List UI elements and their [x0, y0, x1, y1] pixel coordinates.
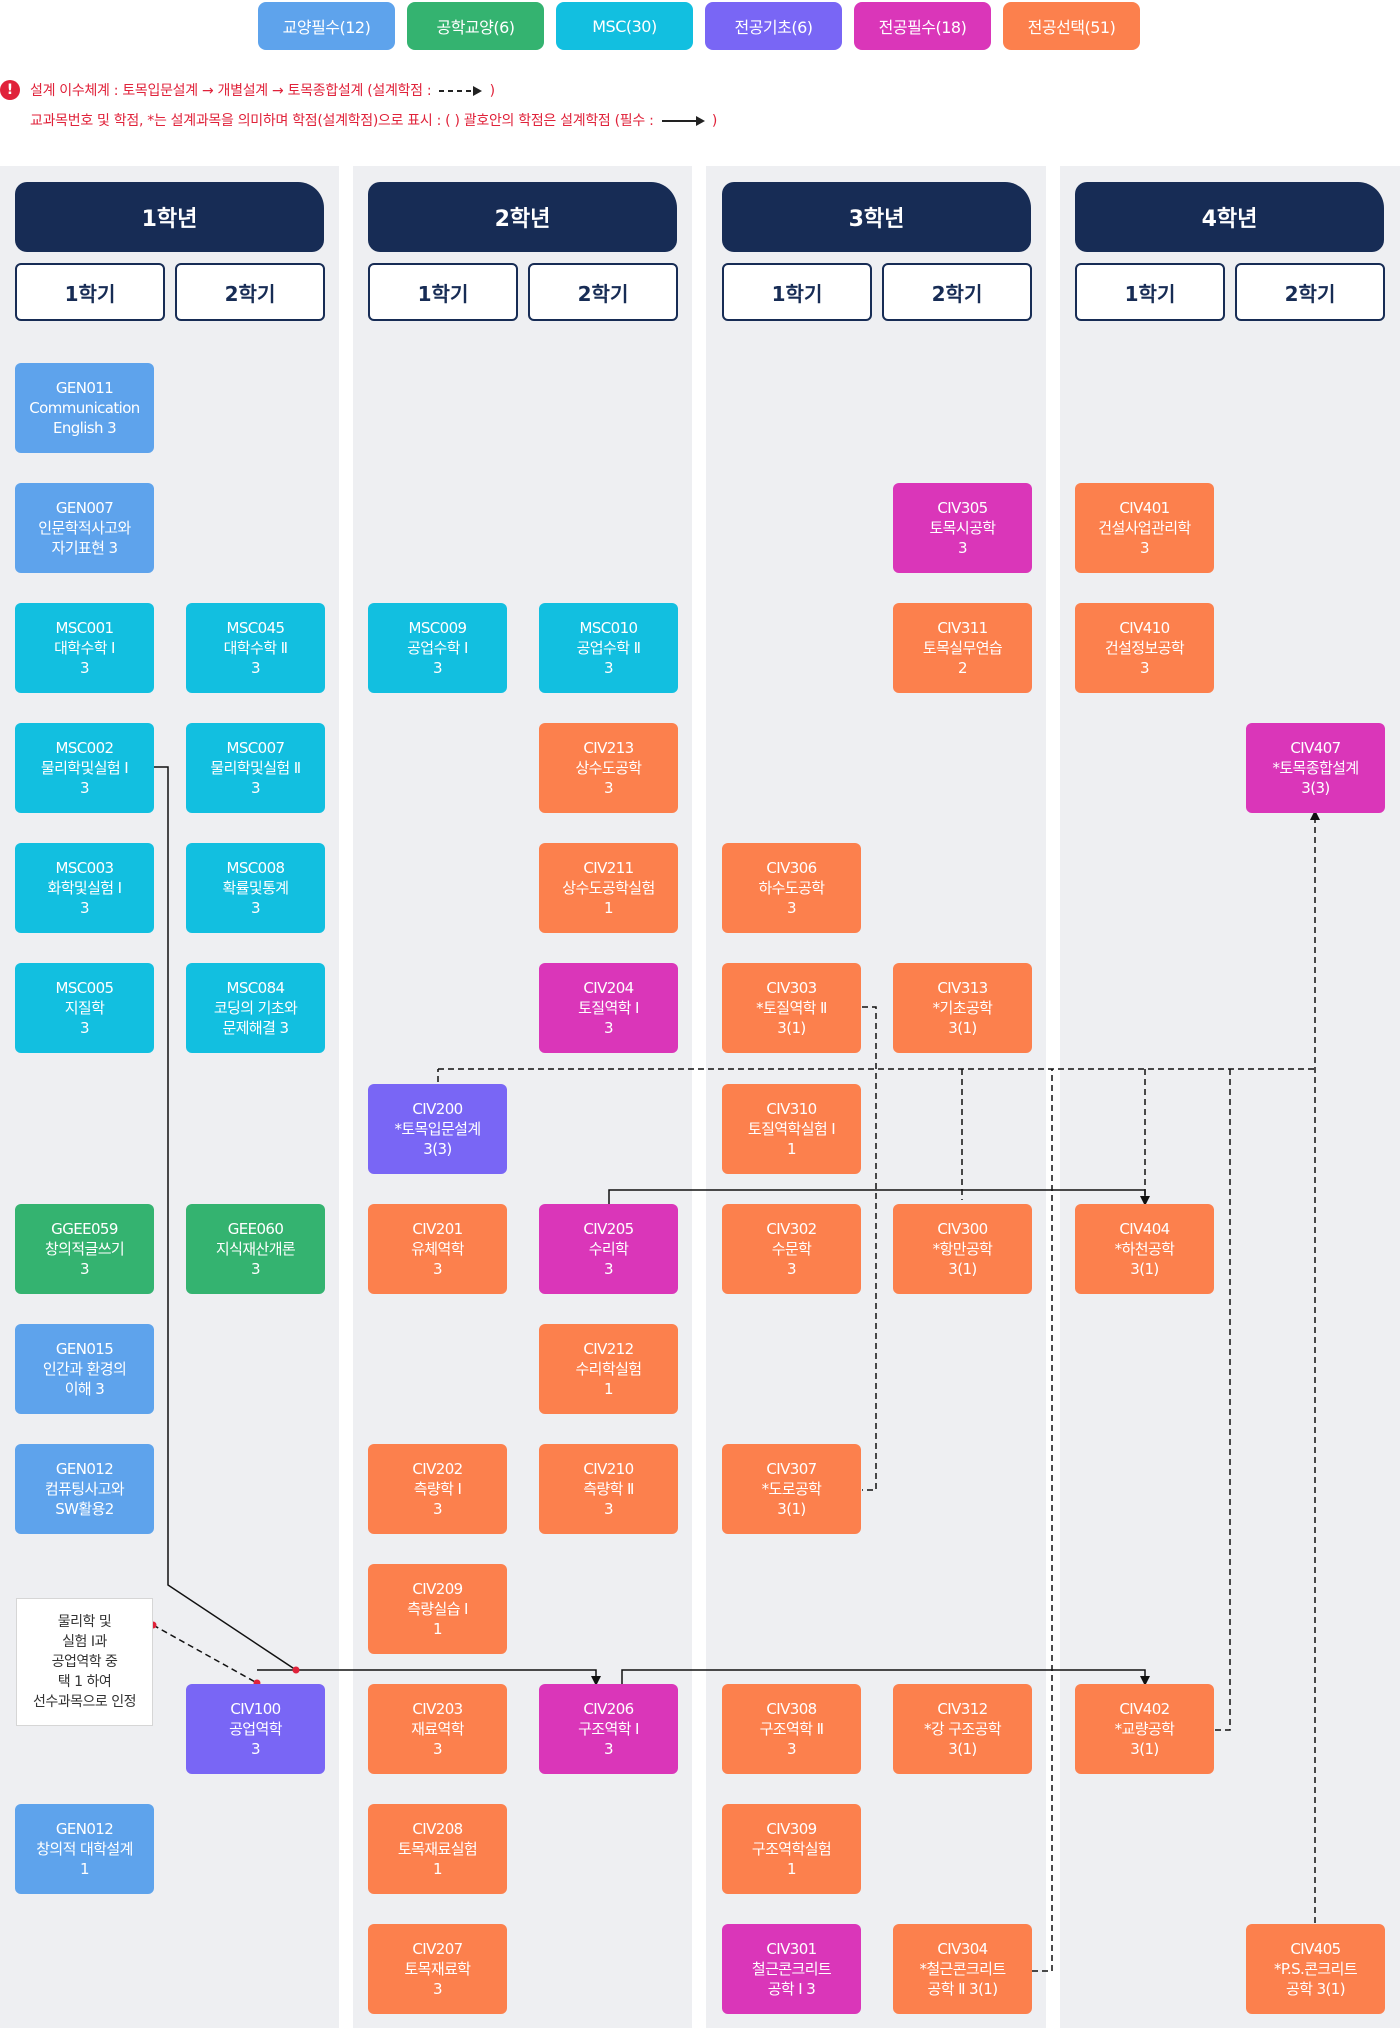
course-gen012-design[interactable]: GEN012 창의적 대학설계 1: [15, 1804, 154, 1894]
course-civ307[interactable]: CIV307 *도로공학 3(1): [722, 1444, 861, 1534]
course-civ208[interactable]: CIV208 토목재료실험 1: [368, 1804, 507, 1894]
course-gen012-computing[interactable]: GEN012 컴퓨팅사고와 SW활용2: [15, 1444, 154, 1534]
course-civ304[interactable]: CIV304 *철근콘크리트 공학 Ⅱ 3(1): [893, 1924, 1032, 2014]
course-civ212[interactable]: CIV212 수리학실험 1: [539, 1324, 678, 1414]
legend-msc: MSC(30): [556, 2, 693, 50]
legend-engineering-liberal: 공학교양(6): [407, 2, 544, 50]
prerequisite-info-box: 물리학 및 실험 Ⅰ과 공업역학 중 택 1 하여 선수과목으로 인정: [16, 1598, 153, 1726]
year1-sem2-header: 2학기: [175, 263, 325, 321]
course-civ306[interactable]: CIV306 하수도공학 3: [722, 843, 861, 933]
year2-header: 2학년: [368, 182, 677, 252]
course-msc002[interactable]: MSC002 물리학및실험 Ⅰ 3: [15, 723, 154, 813]
course-msc009[interactable]: MSC009 공업수학 Ⅰ 3: [368, 603, 507, 693]
course-civ206[interactable]: CIV206 구조역학 Ⅰ 3: [539, 1684, 678, 1774]
solid-arrow-icon: [661, 116, 705, 126]
course-civ311[interactable]: CIV311 토목실무연습 2: [893, 603, 1032, 693]
note-line2-text: 교과목번호 및 학점, *는 설계과목을 의미하며 학점(설계학점)으로 표시 …: [30, 113, 654, 129]
legend-major-elective: 전공선택(51): [1003, 2, 1140, 50]
course-civ203[interactable]: CIV203 재료역학 3: [368, 1684, 507, 1774]
course-civ305[interactable]: CIV305 토목시공학 3: [893, 483, 1032, 573]
course-gen007[interactable]: GEN007 인문학적사고와 자기표현 3: [15, 483, 154, 573]
year4-header: 4학년: [1075, 182, 1384, 252]
course-civ313[interactable]: CIV313 *기초공학 3(1): [893, 963, 1032, 1053]
course-msc007[interactable]: MSC007 물리학및실험 Ⅱ 3: [186, 723, 325, 813]
course-civ209[interactable]: CIV209 측량실습 Ⅰ 1: [368, 1564, 507, 1654]
course-msc008[interactable]: MSC008 확률및통계 3: [186, 843, 325, 933]
course-civ301[interactable]: CIV301 철근콘크리트 공학 Ⅰ 3: [722, 1924, 861, 2014]
course-msc010[interactable]: MSC010 공업수학 Ⅱ 3: [539, 603, 678, 693]
year2-sem1-header: 1학기: [368, 263, 518, 321]
course-gen011[interactable]: GEN011 Communication English 3: [15, 363, 154, 453]
year1-sem1-header: 1학기: [15, 263, 165, 321]
course-civ201[interactable]: CIV201 유체역학 3: [368, 1204, 507, 1294]
course-civ302[interactable]: CIV302 수문학 3: [722, 1204, 861, 1294]
year2-sem2-header: 2학기: [528, 263, 678, 321]
course-civ100[interactable]: CIV100 공업역학 3: [186, 1684, 325, 1774]
design-curriculum-note: 설계 이수체계 : 토목입문설계 → 개별설계 → 토목종합설계 (설계학점 :…: [30, 80, 495, 100]
note-line1-text: 설계 이수체계 : 토목입문설계 → 개별설계 → 토목종합설계 (설계학점 :: [30, 83, 432, 99]
year4-sem1-header: 1학기: [1075, 263, 1225, 321]
course-civ312[interactable]: CIV312 *강 구조공학 3(1): [893, 1684, 1032, 1774]
year1-header: 1학년: [15, 182, 324, 252]
year3-header: 3학년: [722, 182, 1031, 252]
course-civ310[interactable]: CIV310 토질역학실험 Ⅰ 1: [722, 1084, 861, 1174]
course-civ401[interactable]: CIV401 건설사업관리학 3: [1075, 483, 1214, 573]
course-civ204[interactable]: CIV204 토질역학 Ⅰ 3: [539, 963, 678, 1053]
course-civ213[interactable]: CIV213 상수도공학 3: [539, 723, 678, 813]
course-civ211[interactable]: CIV211 상수도공학실험 1: [539, 843, 678, 933]
course-gen015[interactable]: GEN015 인간과 환경의 이해 3: [15, 1324, 154, 1414]
course-civ404[interactable]: CIV404 *하천공학 3(1): [1075, 1204, 1214, 1294]
course-civ207[interactable]: CIV207 토목재료학 3: [368, 1924, 507, 2014]
course-civ200[interactable]: CIV200 *토목입문설계 3(3): [368, 1084, 507, 1174]
legend-major-basic: 전공기초(6): [705, 2, 842, 50]
dashed-arrow-icon: [439, 86, 483, 96]
course-civ205[interactable]: CIV205 수리학 3: [539, 1204, 678, 1294]
course-civ210[interactable]: CIV210 측량학 Ⅱ 3: [539, 1444, 678, 1534]
course-civ300[interactable]: CIV300 *항만공학 3(1): [893, 1204, 1032, 1294]
alert-icon: !: [0, 80, 20, 100]
year3-sem2-header: 2학기: [882, 263, 1032, 321]
year3-sem1-header: 1학기: [722, 263, 872, 321]
course-civ405[interactable]: CIV405 *P.S.콘크리트 공학 3(1): [1246, 1924, 1385, 2014]
course-civ303[interactable]: CIV303 *토질역학 Ⅱ 3(1): [722, 963, 861, 1053]
note-line2-end: ): [711, 113, 718, 129]
course-civ410[interactable]: CIV410 건설정보공학 3: [1075, 603, 1214, 693]
course-msc045[interactable]: MSC045 대학수학 Ⅱ 3: [186, 603, 325, 693]
year4-sem2-header: 2학기: [1235, 263, 1385, 321]
course-civ309[interactable]: CIV309 구조역학실험 1: [722, 1804, 861, 1894]
credit-notation-note: 교과목번호 및 학점, *는 설계과목을 의미하며 학점(설계학점)으로 표시 …: [30, 110, 717, 130]
course-gee060[interactable]: GEE060 지식재산개론 3: [186, 1204, 325, 1294]
course-civ202[interactable]: CIV202 측량학 Ⅰ 3: [368, 1444, 507, 1534]
note-line1-end: ): [489, 83, 495, 99]
legend-major-required: 전공필수(18): [854, 2, 991, 50]
course-msc005[interactable]: MSC005 지질학 3: [15, 963, 154, 1053]
course-civ402[interactable]: CIV402 *교량공학 3(1): [1075, 1684, 1214, 1774]
course-msc084[interactable]: MSC084 코딩의 기초와 문제해결 3: [186, 963, 325, 1053]
legend-general-required: 교양필수(12): [258, 2, 395, 50]
course-ggee059[interactable]: GGEE059 창의적글쓰기 3: [15, 1204, 154, 1294]
course-msc003[interactable]: MSC003 화학및실험 Ⅰ 3: [15, 843, 154, 933]
course-civ407[interactable]: CIV407 *토목종합설계 3(3): [1246, 723, 1385, 813]
course-msc001[interactable]: MSC001 대학수학 Ⅰ 3: [15, 603, 154, 693]
course-civ308[interactable]: CIV308 구조역학 Ⅱ 3: [722, 1684, 861, 1774]
